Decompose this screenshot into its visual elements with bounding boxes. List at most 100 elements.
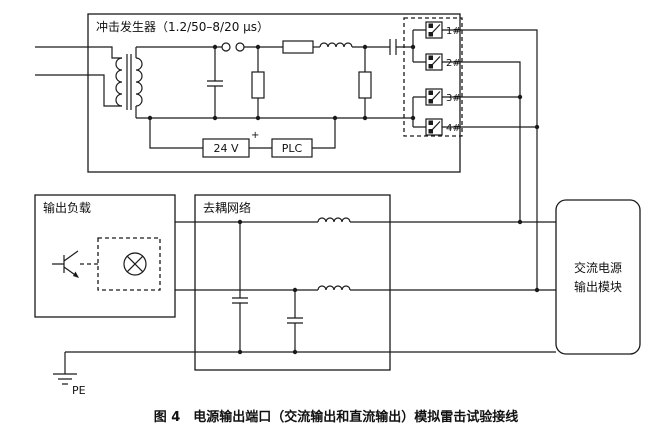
junction-dots xyxy=(147,44,540,355)
junction-dot xyxy=(517,219,523,225)
switch-2: 2# xyxy=(425,53,461,71)
junction-dot xyxy=(410,44,416,50)
junction-dot xyxy=(292,349,298,355)
switch-label: 3# xyxy=(446,93,461,104)
junction-dot xyxy=(147,115,153,121)
transformer-icon xyxy=(115,47,143,118)
junction-dot xyxy=(410,115,416,121)
resistor-icon-shunt-1 xyxy=(251,47,265,118)
transistor-base xyxy=(52,255,65,273)
psu-plus-sign: + xyxy=(251,130,259,141)
psu-feed-wire xyxy=(149,118,203,149)
ground-bus: PE xyxy=(53,351,556,397)
switch-blade xyxy=(430,91,441,102)
junction-dot xyxy=(237,349,243,355)
control-section: 24 V + PLC xyxy=(149,118,336,158)
surge-generator-outline xyxy=(87,13,461,173)
coupling-wires xyxy=(442,29,538,290)
input-wires xyxy=(35,46,122,107)
switch-label: 4# xyxy=(446,123,461,134)
generator-bottom-rail xyxy=(136,29,426,128)
module-label-line2: 输出模块 xyxy=(574,279,622,294)
switch-pad xyxy=(428,129,433,134)
decoupling-outline xyxy=(194,194,391,371)
junction-dot xyxy=(534,124,540,130)
decoupling-network-box: 去耦网络 xyxy=(175,194,556,371)
inductor-icon-generator xyxy=(319,42,353,48)
inductor-icon-line1 xyxy=(317,217,351,223)
switch-3: 3# xyxy=(425,88,461,106)
switch-group-dashed-box xyxy=(403,17,463,137)
switch-pad xyxy=(428,23,433,28)
transformer-core xyxy=(126,54,132,110)
capacitor-icon-shunt xyxy=(207,47,223,118)
lamp-cross xyxy=(126,255,144,273)
junction-dot xyxy=(362,115,368,121)
junction-dot xyxy=(212,115,218,121)
input-wire-top xyxy=(35,46,122,59)
module-label-line1: 交流电源 xyxy=(574,260,622,275)
resistor-body xyxy=(358,71,372,99)
spark-gap-icon xyxy=(221,42,245,52)
capacitor-icon-decoupling-1 xyxy=(232,222,248,352)
resistor-icon-series xyxy=(282,40,314,54)
switch-label: 2# xyxy=(446,58,461,69)
capacitor-plates xyxy=(207,80,223,87)
plc-out-wire xyxy=(312,118,336,149)
pe-strokes xyxy=(53,373,77,385)
transformer-secondary-coil xyxy=(135,57,143,107)
switch-1: 1# xyxy=(425,21,461,39)
switch-blade xyxy=(430,56,441,67)
generator-shunt-branches xyxy=(207,47,372,118)
resistor-body xyxy=(251,71,265,99)
capacitor-icon-series xyxy=(389,39,397,55)
junction-dot xyxy=(255,44,261,50)
output-load-label: 输出负载 xyxy=(43,200,91,215)
ac-output-module-box: 交流电源 输出模块 xyxy=(555,199,641,355)
switch-blade xyxy=(430,24,441,35)
capacitor-icon-decoupling-2 xyxy=(287,290,303,352)
input-wire-bottom xyxy=(35,74,122,107)
inductor-icon-line2 xyxy=(317,285,351,291)
transistor-icon xyxy=(52,250,79,278)
figure-caption: 图 4 电源输出端口（交流输出和直流输出）模拟雷击试验接线 xyxy=(154,409,519,425)
switch-pad xyxy=(428,64,433,69)
switch-4: 4# xyxy=(425,118,461,136)
spark-gap-electrode xyxy=(221,42,231,52)
switch-pad xyxy=(428,120,433,125)
capacitor-plates xyxy=(287,317,303,324)
module-outline xyxy=(555,199,641,355)
switch-pad xyxy=(428,99,433,104)
coupling-wire-inner xyxy=(442,61,521,222)
junction-dot xyxy=(517,94,523,100)
capacitor-plates xyxy=(232,297,248,304)
lamp-dashed-box xyxy=(97,237,161,291)
plc-label: PLC xyxy=(282,142,303,155)
resistor-icon-shunt-2 xyxy=(358,47,372,118)
junction-dot xyxy=(255,115,261,121)
psu-24v-label: 24 V xyxy=(213,142,238,155)
coupling-wire-outer xyxy=(442,29,538,290)
switch-label: 1# xyxy=(446,26,461,37)
switch-feed-bottom xyxy=(412,96,426,128)
junction-dot xyxy=(212,44,218,50)
junction-dot xyxy=(534,287,540,293)
spark-gap-electrode xyxy=(235,42,245,52)
junction-dot xyxy=(362,44,368,50)
surge-generator-label: 冲击发生器（1.2/50–8/20 μs） xyxy=(96,19,269,34)
switch-pad xyxy=(428,32,433,37)
junction-dot xyxy=(237,219,243,225)
lamp-icon xyxy=(123,252,147,276)
switch-pad xyxy=(428,55,433,60)
junction-dot xyxy=(332,115,338,121)
transformer-primary-coil xyxy=(115,57,123,107)
output-load-box: 输出负载 xyxy=(34,194,176,318)
surge-generator-box: 冲击发生器（1.2/50–8/20 μs） xyxy=(87,13,461,173)
junction-dot xyxy=(292,287,298,293)
pe-label: PE xyxy=(72,384,86,397)
decoupling-label: 去耦网络 xyxy=(203,200,251,215)
output-load-outline xyxy=(34,194,176,318)
generator-top-rail xyxy=(136,39,413,55)
transistor-arrow xyxy=(73,271,79,278)
